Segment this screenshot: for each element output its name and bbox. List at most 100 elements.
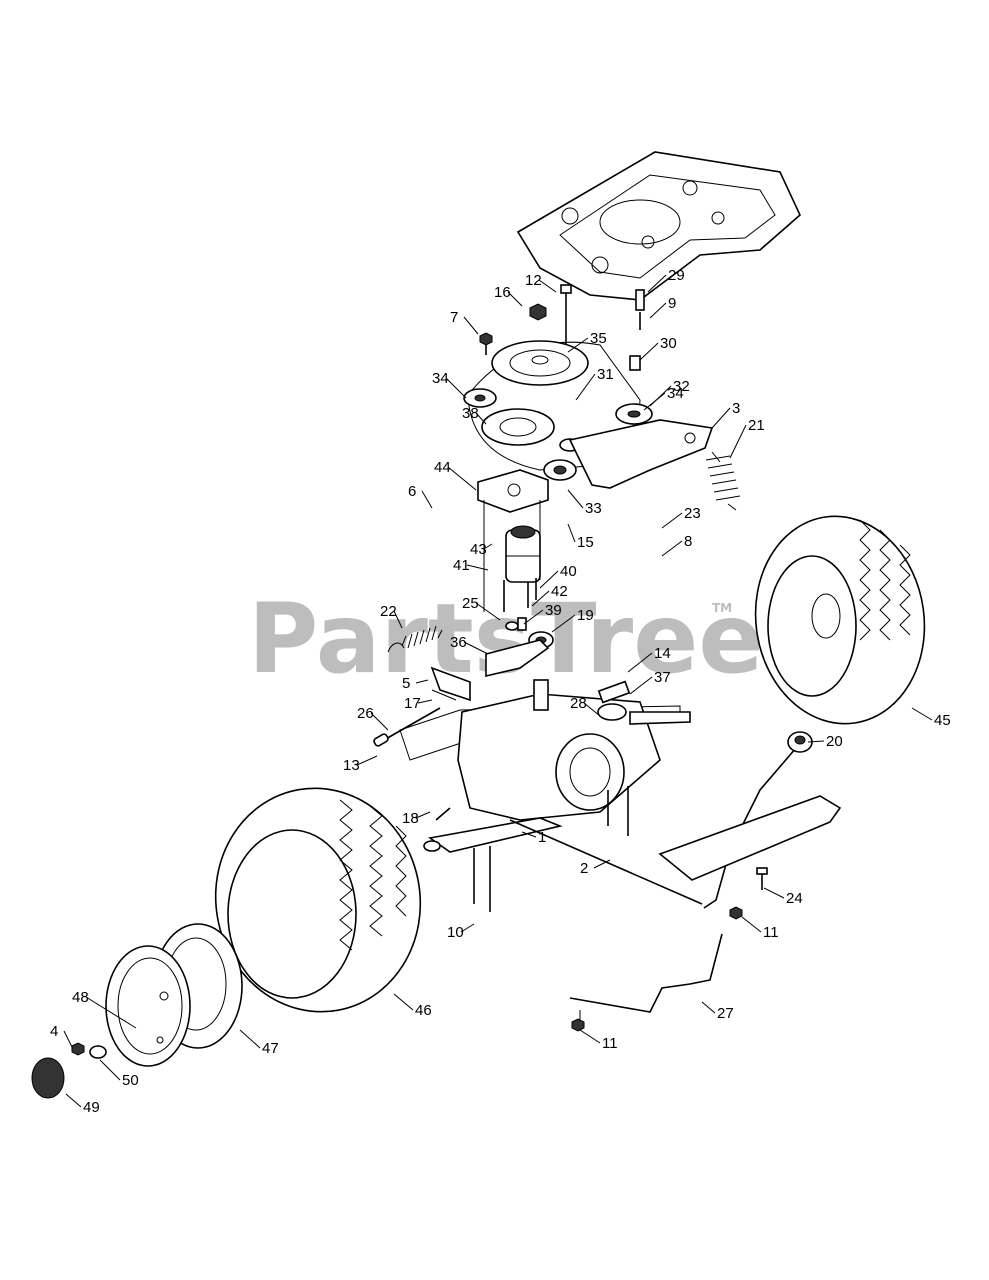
- callout-label-4: 4: [50, 1023, 58, 1040]
- callout-label-47: 47: [262, 1040, 279, 1057]
- callout-label-9: 9: [668, 295, 676, 312]
- callout-label-6: 6: [408, 483, 416, 500]
- callout-label-46: 46: [415, 1002, 432, 1019]
- callout-leader-21: [729, 424, 747, 459]
- bracket-36: [485, 639, 550, 678]
- rod-27: [569, 933, 723, 1024]
- callout-label-33: 33: [585, 500, 602, 517]
- callout-leaders: [63, 274, 933, 1108]
- callout-label-10: 10: [447, 924, 464, 941]
- callout-leader-20: [807, 740, 825, 743]
- rim-48: [105, 945, 191, 1067]
- callout-leader-49: [65, 1093, 82, 1108]
- callout-leader-42: [531, 590, 550, 607]
- tire-45: [754, 515, 926, 725]
- callout-label-17: 17: [404, 695, 421, 712]
- callout-leader-11b: [579, 1029, 601, 1044]
- callout-label-18: 18: [402, 810, 419, 827]
- callout-label-5: 5: [402, 675, 410, 692]
- callout-leader-23: [661, 512, 683, 529]
- callout-label-40: 40: [560, 563, 577, 580]
- callout-leader-27: [701, 1001, 716, 1014]
- callout-label-25: 25: [462, 595, 479, 612]
- callout-label-45: 45: [934, 712, 951, 729]
- callout-label-13: 13: [343, 757, 360, 774]
- callout-label-12: 12: [525, 272, 542, 289]
- callout-leader-24: [763, 887, 785, 899]
- callout-label-50: 50: [122, 1072, 139, 1089]
- callout-leader-1: [521, 831, 537, 838]
- callout-leader-46: [393, 993, 414, 1011]
- callout-label-2: 2: [580, 860, 588, 877]
- callout-leader-7: [463, 316, 479, 335]
- callout-leader-18: [415, 811, 431, 819]
- frame-plate: [516, 151, 801, 301]
- spring-22: [387, 625, 443, 653]
- callout-leader-26: [370, 712, 389, 731]
- callout-label-24: 24: [786, 890, 803, 907]
- callout-leader-15: [567, 523, 576, 543]
- callout-label-26: 26: [357, 705, 374, 722]
- callout-label-22: 22: [380, 603, 397, 620]
- callout-leader-36: [463, 641, 489, 655]
- callout-leader-29: [647, 274, 667, 293]
- callout-label-39: 39: [545, 602, 562, 619]
- callout-label-34b: 34: [667, 385, 684, 402]
- callout-leader-14: [627, 652, 653, 673]
- callout-label-28: 28: [570, 695, 587, 712]
- callout-leader-34b: [643, 392, 666, 411]
- callout-label-34a: 34: [432, 370, 449, 387]
- callout-label-15: 15: [577, 534, 594, 551]
- callout-leader-47: [239, 1029, 261, 1049]
- callout-leader-2: [593, 859, 611, 869]
- callout-leader-41: [466, 564, 489, 571]
- callout-leader-3: [711, 407, 731, 429]
- callout-leader-37: [629, 676, 653, 695]
- callout-leader-5: [415, 679, 429, 684]
- callout-label-7: 7: [450, 309, 458, 326]
- hub-41: [505, 525, 541, 583]
- callout-leader-31: [575, 373, 596, 401]
- watermark-tm: TM: [712, 601, 732, 615]
- nuts-11: [571, 906, 743, 1032]
- callout-leader-17: [417, 699, 433, 704]
- callout-label-43: 43: [470, 541, 487, 558]
- callout-leader-39: [523, 609, 544, 625]
- mount-bracket-right: [658, 795, 842, 890]
- callout-leader-11a: [741, 916, 762, 933]
- callout-leader-19: [551, 614, 576, 633]
- callout-label-14: 14: [654, 645, 671, 662]
- transaxle: [399, 679, 691, 912]
- callout-label-8: 8: [684, 533, 692, 550]
- callout-label-29: 29: [668, 267, 685, 284]
- callout-label-32: 32: [673, 378, 690, 395]
- callout-leader-38: [475, 412, 487, 425]
- callout-leader-44: [447, 466, 477, 491]
- callout-leader-45: [911, 707, 933, 721]
- callout-label-31: 31: [597, 366, 614, 383]
- callout-label-42: 42: [551, 583, 568, 600]
- watermark: PartsTree TM: [248, 583, 763, 695]
- callout-leader-6: [421, 490, 433, 509]
- callout-label-23: 23: [684, 505, 701, 522]
- watermark-text: PartsTree: [248, 583, 763, 695]
- tire-46: [214, 787, 422, 1013]
- spring-21: [705, 451, 741, 511]
- callout-label-41: 41: [453, 557, 470, 574]
- callout-label-27: 27: [717, 1005, 734, 1022]
- callout-label-20: 20: [826, 733, 843, 750]
- top-hardware: [479, 284, 645, 371]
- callout-label-30: 30: [660, 335, 677, 352]
- callout-leader-30: [639, 342, 659, 361]
- callout-leader-16: [507, 291, 523, 307]
- callout-label-11a: 11: [763, 924, 779, 941]
- wheel-hardware: [31, 1042, 107, 1099]
- callout-leader-12: [538, 279, 557, 293]
- callout-label-1: 1: [538, 829, 546, 846]
- callout-leader-35: [567, 337, 589, 353]
- callout-leader-22: [393, 610, 403, 629]
- callout-leader-4: [63, 1030, 73, 1048]
- callout-leader-48: [85, 996, 137, 1029]
- callout-label-44: 44: [434, 459, 451, 476]
- callout-label-3: 3: [732, 400, 740, 417]
